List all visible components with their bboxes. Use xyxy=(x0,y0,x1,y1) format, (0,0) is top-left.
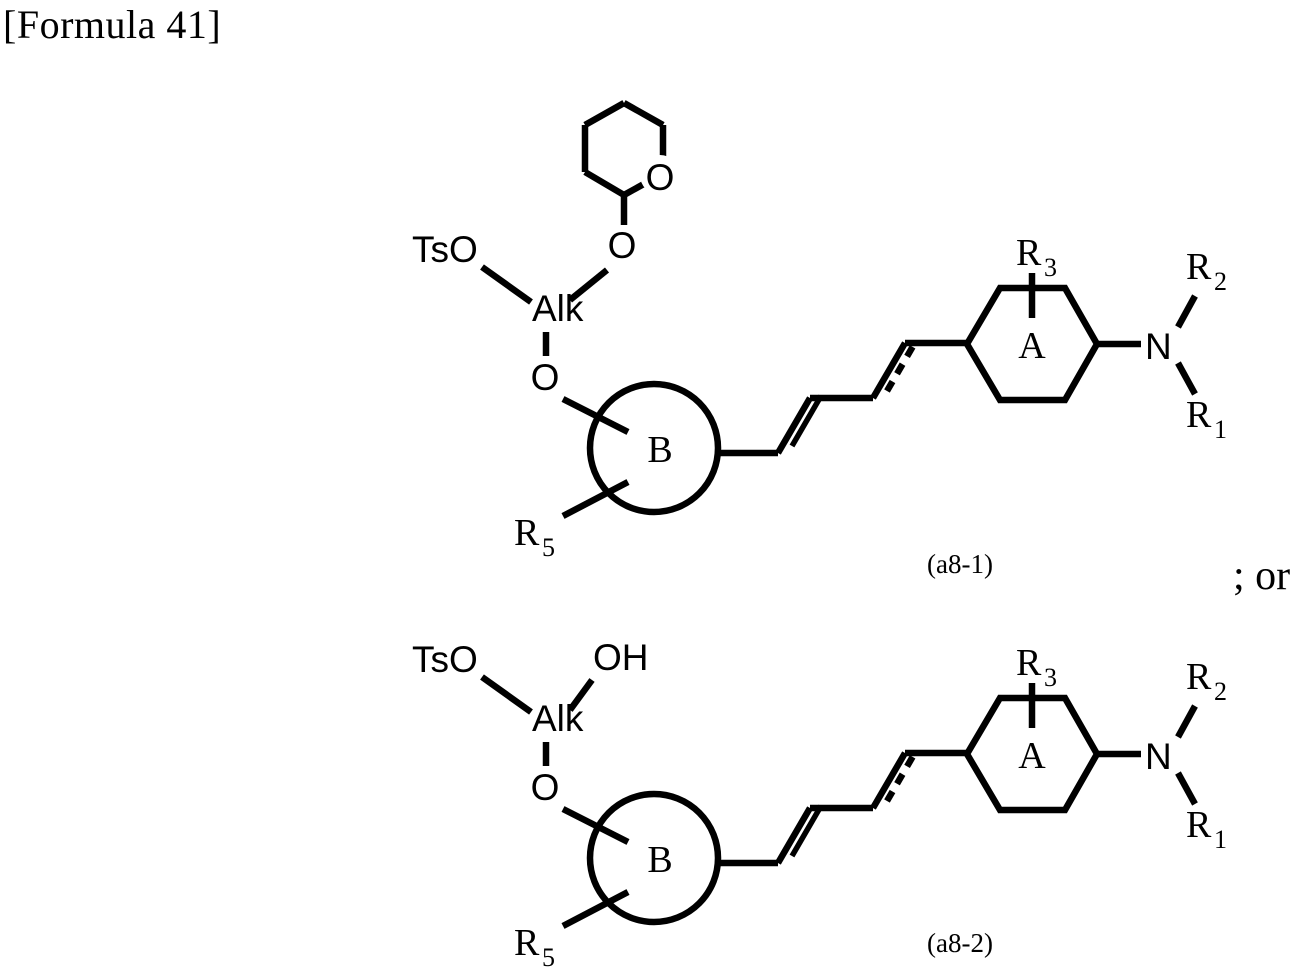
r5-substituent-2: R 5 xyxy=(514,889,630,969)
thp-linker-oxygen: O xyxy=(567,195,637,303)
nitrogen-to-r1-bond xyxy=(1175,361,1198,396)
structure-caption-a8-1: (a8-1) xyxy=(927,549,993,579)
r5-subscript: 5 xyxy=(542,533,555,562)
r2-label: R xyxy=(1186,246,1212,288)
r1-label-2: R xyxy=(1186,804,1212,846)
r5-substituent: R 5 xyxy=(514,479,630,562)
ring-a-label: A xyxy=(1018,325,1046,367)
diene-bond-2-double-inner-2 xyxy=(789,804,824,858)
ether-linkage-2: O xyxy=(531,742,630,845)
connector-or-text: ; or xyxy=(1233,553,1291,599)
amine-group-2: N R 2 R 1 xyxy=(1097,656,1227,854)
hydroxyl-group: OH xyxy=(567,637,649,712)
diene-bond-4-double-inner-dashed-2 xyxy=(884,749,919,803)
nitrogen-label-2: N xyxy=(1145,736,1172,777)
hydroxyl-label: OH xyxy=(593,637,649,678)
diene-bond-4-double-inner-dashed xyxy=(884,339,919,393)
ring-b-circle-2 xyxy=(586,790,722,926)
r2-label-2: R xyxy=(1186,656,1212,698)
structure-a8-1-group: O O TsO Alk O xyxy=(412,100,1227,579)
thp-bond-bottom-left xyxy=(583,169,626,198)
structure-caption-a8-2: (a8-2) xyxy=(927,928,993,958)
diene-bond-2-double-outer xyxy=(775,396,813,455)
nitrogen-to-r2-bond xyxy=(1175,294,1198,329)
ether-oxygen-label-2: O xyxy=(531,767,560,808)
r1-subscript-2: 1 xyxy=(1214,825,1227,854)
ring-b-2: B xyxy=(586,790,722,926)
tosylate-label-2: TsO xyxy=(412,639,478,680)
ring-b: B xyxy=(586,380,722,516)
thp-bond-top-left xyxy=(583,100,626,128)
thp-ring: O xyxy=(581,100,680,198)
tosylate-label: TsO xyxy=(412,229,478,270)
nitrogen-to-r1-bond-2 xyxy=(1175,771,1198,806)
structure-a8-2-group: OH TsO Alk O B xyxy=(412,637,1227,969)
tosylate-group-2: TsO xyxy=(412,639,533,715)
ring-b-label-2: B xyxy=(647,839,672,881)
thp-oxygen-label: O xyxy=(646,157,675,198)
alkylene-label: Alk xyxy=(532,288,584,329)
linker-oxygen-label: O xyxy=(608,225,637,266)
r3-label: R xyxy=(1016,232,1042,274)
diene-bond-4-double-outer-2 xyxy=(870,751,908,810)
oh-to-alk-bond xyxy=(567,678,595,712)
ring-b-label: B xyxy=(647,429,672,471)
ring-a-label-2: A xyxy=(1018,735,1046,777)
r1-subscript: 1 xyxy=(1214,415,1227,444)
diene-bond-2-double-inner xyxy=(789,394,824,448)
r5-subscript-2: 5 xyxy=(542,943,555,969)
alkylene-label-2: Alk xyxy=(532,698,584,739)
r3-subscript: 3 xyxy=(1044,253,1057,282)
r3-label-2: R xyxy=(1016,642,1042,684)
r2-subscript-2: 2 xyxy=(1214,677,1227,706)
r5-label-2: R xyxy=(514,922,540,964)
thp-bond-top-right xyxy=(622,100,665,128)
ether-oxygen-label: O xyxy=(531,357,560,398)
tso-to-alk-bond xyxy=(480,264,533,305)
page-title: [Formula 41] xyxy=(3,2,222,47)
ring-b-circle xyxy=(586,380,722,516)
thp-oxygen-bg xyxy=(640,155,680,195)
r3-substituent-2: R 3 xyxy=(1016,642,1057,728)
r5-bond xyxy=(561,479,630,519)
diene-bond-2-double-outer-2 xyxy=(775,806,813,865)
tso-to-alk-bond-2 xyxy=(480,674,533,715)
r1-label: R xyxy=(1186,394,1212,436)
r2-subscript: 2 xyxy=(1214,267,1227,296)
r5-bond-2 xyxy=(561,889,630,929)
linker-o-to-alk-bond xyxy=(567,267,610,303)
diene-chain-2 xyxy=(718,749,967,867)
diene-chain xyxy=(718,339,967,457)
amine-group: N R 2 R 1 xyxy=(1097,246,1227,444)
r3-subscript-2: 3 xyxy=(1044,663,1057,692)
tosylate-group: TsO xyxy=(412,229,533,305)
r3-substituent: R 3 xyxy=(1016,232,1057,318)
r5-label: R xyxy=(514,512,540,554)
nitrogen-to-r2-bond-2 xyxy=(1175,704,1198,739)
diene-bond-4-double-outer xyxy=(870,341,908,400)
nitrogen-label: N xyxy=(1145,326,1172,367)
